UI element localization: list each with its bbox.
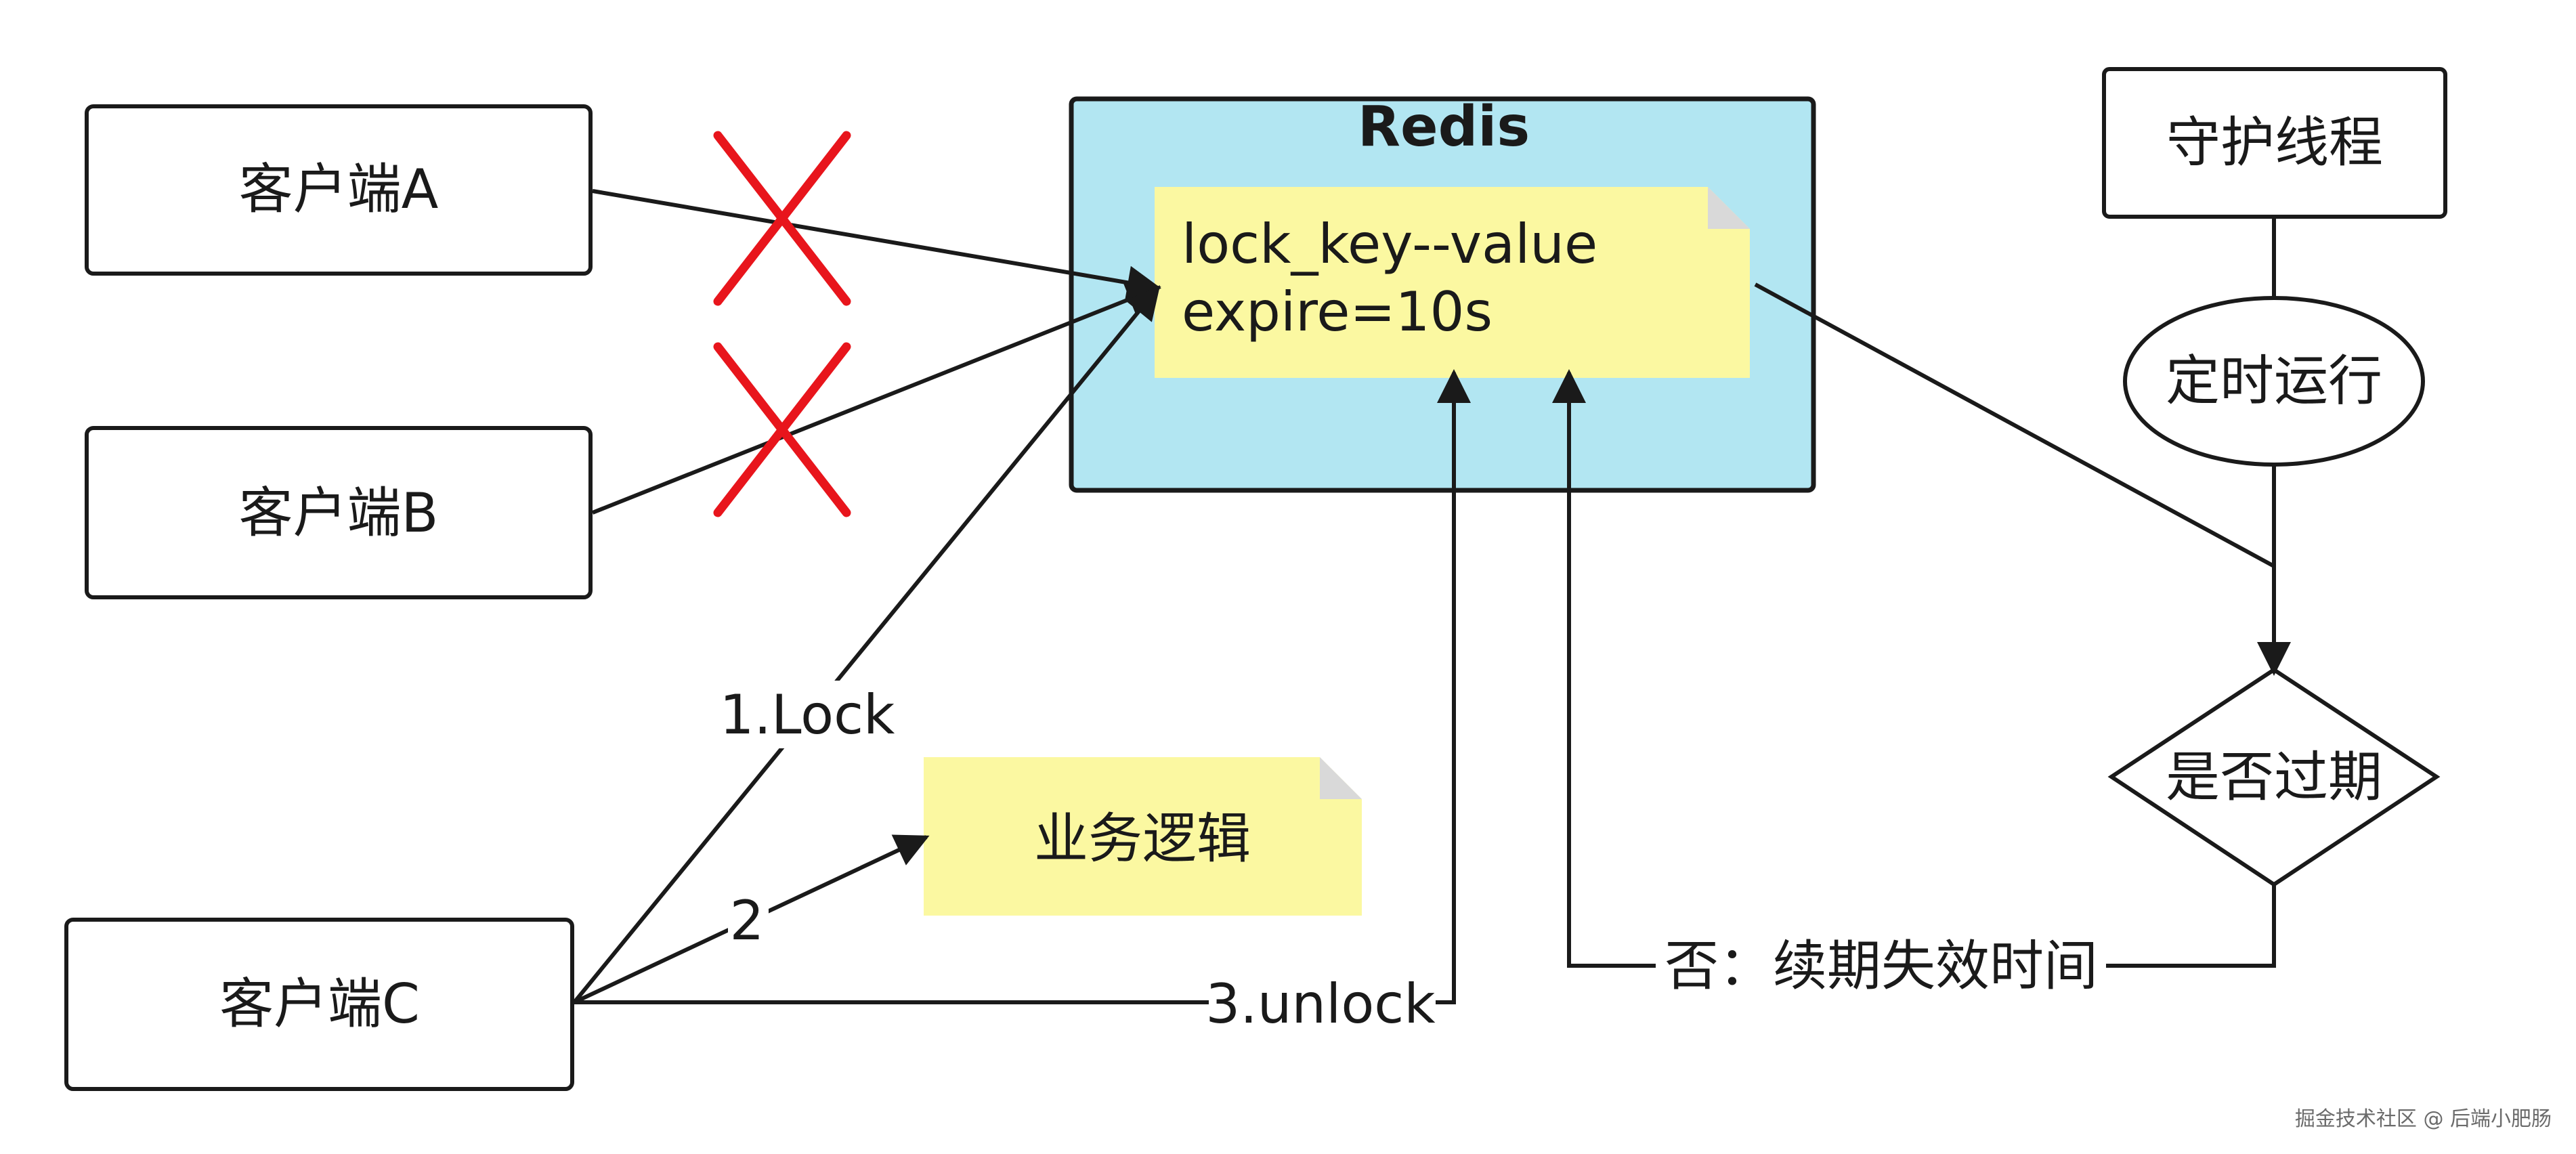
daemon-thread: 守护线程 xyxy=(2102,67,2447,219)
lock-expire-text: expire=10s xyxy=(1182,280,1493,343)
edge-label-step2: 2 xyxy=(728,889,769,952)
edge-client-a-to-redis xyxy=(592,189,1161,300)
edge-client-c-unlock xyxy=(574,369,1471,1004)
svg-text:1.Lock: 1.Lock xyxy=(720,683,895,746)
svg-text:3.unlock: 3.unlock xyxy=(1205,973,1436,1035)
lock-key-note: lock_key--value expire=10s xyxy=(1155,187,1750,378)
blocked-cross-a xyxy=(713,131,851,306)
svg-text:2: 2 xyxy=(730,889,765,952)
redis-title: Redis xyxy=(1358,95,1530,159)
business-logic-text: 业务逻辑 xyxy=(1034,807,1251,870)
edge-client-b-to-redis xyxy=(591,283,1161,515)
client-c-label: 客户端C xyxy=(219,973,420,1035)
edge-redis-to-monitor xyxy=(1754,282,2275,568)
watermark: 掘金技术社区 @ 后端小肥肠 xyxy=(2295,1107,2552,1131)
is-expired-decision: 是否过期 xyxy=(2107,667,2441,887)
daemon-thread-label: 守护线程 xyxy=(2166,111,2383,174)
edge-label-unlock: 3.unlock xyxy=(1205,972,1436,1036)
blocked-cross-b xyxy=(713,342,851,517)
client-a-label: 客户端A xyxy=(239,158,439,221)
timed-run: 定时运行 xyxy=(2123,296,2425,467)
edge-label-renew: 否：续期失效时间 xyxy=(1656,933,2106,998)
edge-client-c-lock xyxy=(572,285,1161,1004)
connectors xyxy=(572,189,2291,1004)
client-b: 客户端B xyxy=(85,426,593,599)
client-c: 客户端C xyxy=(64,918,574,1091)
lock-key-text: lock_key--value xyxy=(1182,213,1597,276)
timed-run-label: 定时运行 xyxy=(2166,349,2382,412)
client-b-label: 客户端B xyxy=(239,482,439,544)
client-a: 客户端A xyxy=(85,104,593,276)
svg-text:否：续期失效时间: 否：续期失效时间 xyxy=(1665,935,2098,998)
edge-label-lock: 1.Lock xyxy=(718,681,897,748)
is-expired-label: 是否过期 xyxy=(2166,746,2382,809)
business-logic-note: 业务逻辑 xyxy=(924,757,1362,916)
